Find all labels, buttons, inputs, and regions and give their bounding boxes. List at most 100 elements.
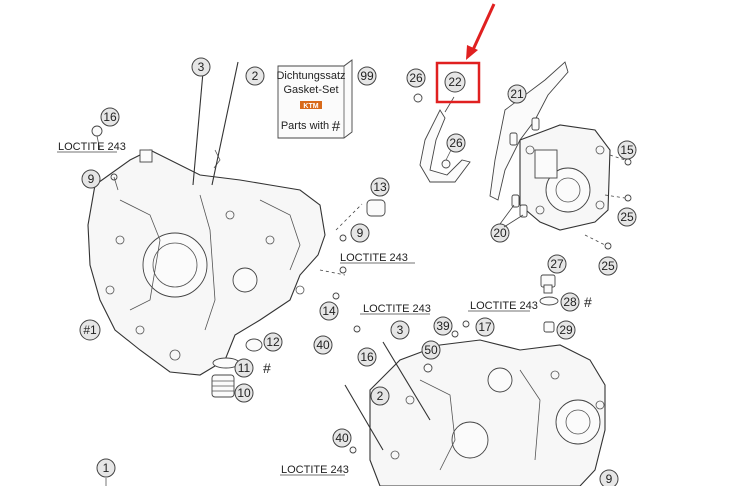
cover-20: [519, 124, 611, 231]
gasket-set-box: Dichtungssatz Gasket-Set KTM Parts with …: [276, 59, 353, 139]
callout-22: 22: [444, 71, 466, 93]
svg-text:99: 99: [360, 69, 374, 83]
svg-text:10: 10: [237, 386, 251, 400]
callout-40-low: 40: [332, 428, 352, 448]
dowels-20: [509, 117, 540, 218]
highlight-annotation: [435, 3, 496, 104]
bolt-9-left: [110, 173, 119, 191]
loctite-label-right: LOCTITE 243: [470, 300, 538, 312]
svg-text:13: 13: [373, 180, 387, 194]
callout-25-b: 25: [598, 256, 618, 276]
svg-text:2: 2: [377, 389, 384, 403]
highlight-arrow-shaft: [470, 3, 496, 53]
callout-14: 14: [319, 301, 339, 321]
washer-28: [539, 296, 559, 306]
svg-text:22: 22: [448, 75, 462, 89]
callout-3-low: 3: [390, 320, 410, 340]
callout-hash1: #1: [79, 319, 101, 341]
bearing-13: [366, 199, 386, 217]
svg-text:14: 14: [322, 304, 336, 318]
svg-text:12: 12: [266, 335, 280, 349]
bolt-26-top: [413, 93, 423, 103]
ktm-logo-text: KTM: [303, 103, 318, 110]
callout-1-bottom: 1: [96, 458, 116, 478]
screws-low: [349, 325, 433, 454]
svg-text:21: 21: [510, 87, 524, 101]
svg-text:3: 3: [198, 60, 205, 74]
svg-text:25: 25: [601, 259, 615, 273]
loctite-label-left: LOCTITE 243: [58, 141, 126, 153]
callout-99: 99: [357, 66, 377, 86]
svg-text:2: 2: [252, 69, 259, 83]
stud-2-low: [344, 384, 384, 451]
svg-text:9: 9: [88, 172, 95, 186]
callout-28: 28: [560, 292, 580, 312]
svg-text:26: 26: [449, 136, 463, 150]
svg-text:16: 16: [103, 110, 117, 124]
callout-9-mid: 9: [350, 223, 370, 243]
callout-13: 13: [370, 177, 390, 197]
callout-27: 27: [547, 254, 567, 274]
filter-plug-10: [211, 374, 235, 398]
gasket-line2: Gasket-Set: [283, 84, 338, 96]
callout-11: 11: [234, 358, 254, 378]
svg-text:40: 40: [316, 338, 330, 352]
svg-text:1: 1: [103, 461, 110, 475]
bolt-29: [543, 321, 555, 333]
svg-text:#1: #1: [83, 323, 97, 337]
gasket-line1: Dichtungssatz: [276, 70, 345, 82]
screws-15-25: [584, 154, 632, 250]
highlight-box: [435, 61, 481, 104]
callout-9-left: 9: [81, 169, 101, 189]
loctite-label-mid: LOCTITE 243: [340, 252, 408, 264]
callout-50: 50: [421, 340, 441, 360]
callout-3-top: 3: [191, 57, 211, 77]
callout-39: 39: [433, 316, 453, 336]
callout-21: 21: [507, 84, 527, 104]
callout-26-top: 26: [406, 68, 426, 88]
svg-text:17: 17: [478, 320, 492, 334]
stud-3-top: [192, 71, 204, 186]
svg-text:39: 39: [436, 319, 450, 333]
callout-26-mid: 26: [446, 133, 466, 153]
screws-left: [319, 203, 363, 300]
svg-text:20: 20: [493, 226, 507, 240]
callout-16-left: 16: [100, 107, 120, 127]
svg-text:11: 11: [238, 361, 251, 375]
svg-text:15: 15: [620, 143, 634, 157]
highlight-arrow-head: [466, 45, 478, 60]
gasket-parts-with: Parts with: [281, 120, 329, 132]
svg-text:50: 50: [424, 343, 438, 357]
gasket-21: [489, 61, 569, 201]
svg-text:3: 3: [397, 323, 404, 337]
loctite-label-low: LOCTITE 243: [363, 303, 431, 315]
callout-40-mid: 40: [313, 335, 333, 355]
ktm-logo: [300, 101, 322, 109]
bolt-26-mid: [441, 147, 453, 169]
hash-11: #: [263, 360, 271, 376]
callout-17: 17: [475, 317, 495, 337]
svg-text:9: 9: [357, 226, 364, 240]
svg-text:40: 40: [335, 431, 349, 445]
gasket-hash: #: [332, 118, 341, 135]
oilscrew-17-39: [451, 320, 470, 338]
callout-29: 29: [556, 320, 576, 340]
callout-25-a: 25: [617, 207, 637, 227]
callout-16-low: 16: [357, 347, 377, 367]
svg-text:28: 28: [563, 295, 577, 309]
callout-2-low: 2: [370, 386, 390, 406]
svg-text:9: 9: [606, 472, 613, 486]
stud-2-top: [211, 61, 239, 186]
right-crankcase-half: [369, 339, 606, 486]
callout-2-top: 2: [245, 66, 265, 86]
loctite-label-bottom: LOCTITE 243: [281, 464, 349, 476]
callout-9-low: 9: [599, 469, 619, 486]
callout-10: 10: [234, 383, 254, 403]
bolt-16-left: [91, 125, 103, 151]
svg-text:26: 26: [409, 71, 423, 85]
gasket-22: [419, 96, 471, 183]
callout-15: 15: [617, 140, 637, 160]
seal-12: [245, 338, 263, 352]
loctite-leaders: [57, 151, 530, 476]
